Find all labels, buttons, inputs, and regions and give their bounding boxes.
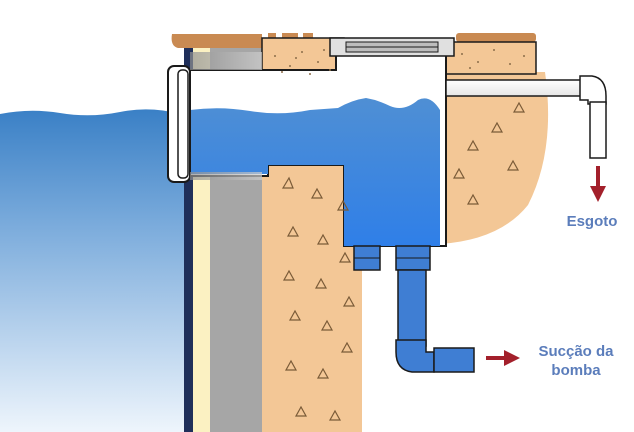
deck-speckles (274, 49, 525, 75)
overflow-elbow (579, 75, 607, 105)
coping-left (171, 34, 262, 48)
suction-pipe-vertical (397, 269, 427, 347)
skimmer-mouth-rim (190, 52, 262, 70)
pool-liner (184, 48, 193, 432)
soil-right (440, 72, 549, 244)
down-arrow-icon (590, 166, 606, 202)
coping-gap-3 (303, 33, 313, 39)
skimmer-mouth-rim-bottom (190, 172, 262, 180)
soil-hatch-left (281, 176, 356, 421)
skimmer-flange (167, 65, 191, 183)
suction-pipe-elbow (395, 339, 435, 373)
concrete-layer (210, 175, 262, 432)
overflow-pipe-horizontal (445, 79, 587, 97)
sewer-label: Esgoto (566, 213, 618, 230)
coping-gap-1 (268, 33, 276, 39)
soil-hatch-right (452, 101, 526, 205)
skimmer-water (190, 98, 440, 246)
pump-suction-label-line1: Sucção da (538, 343, 614, 360)
pump-suction-label-line2: bomba (551, 362, 601, 379)
pool-water (0, 109, 188, 432)
right-arrow-icon (486, 350, 520, 366)
skimmer-flange-inner (177, 69, 189, 179)
overflow-pipe-vertical (589, 101, 607, 159)
pump-suction-label: Sucção da bomba (524, 342, 628, 380)
suction-pipe-horizontal (433, 347, 475, 373)
coping-gap-2 (282, 33, 298, 39)
coping-right (456, 33, 536, 42)
